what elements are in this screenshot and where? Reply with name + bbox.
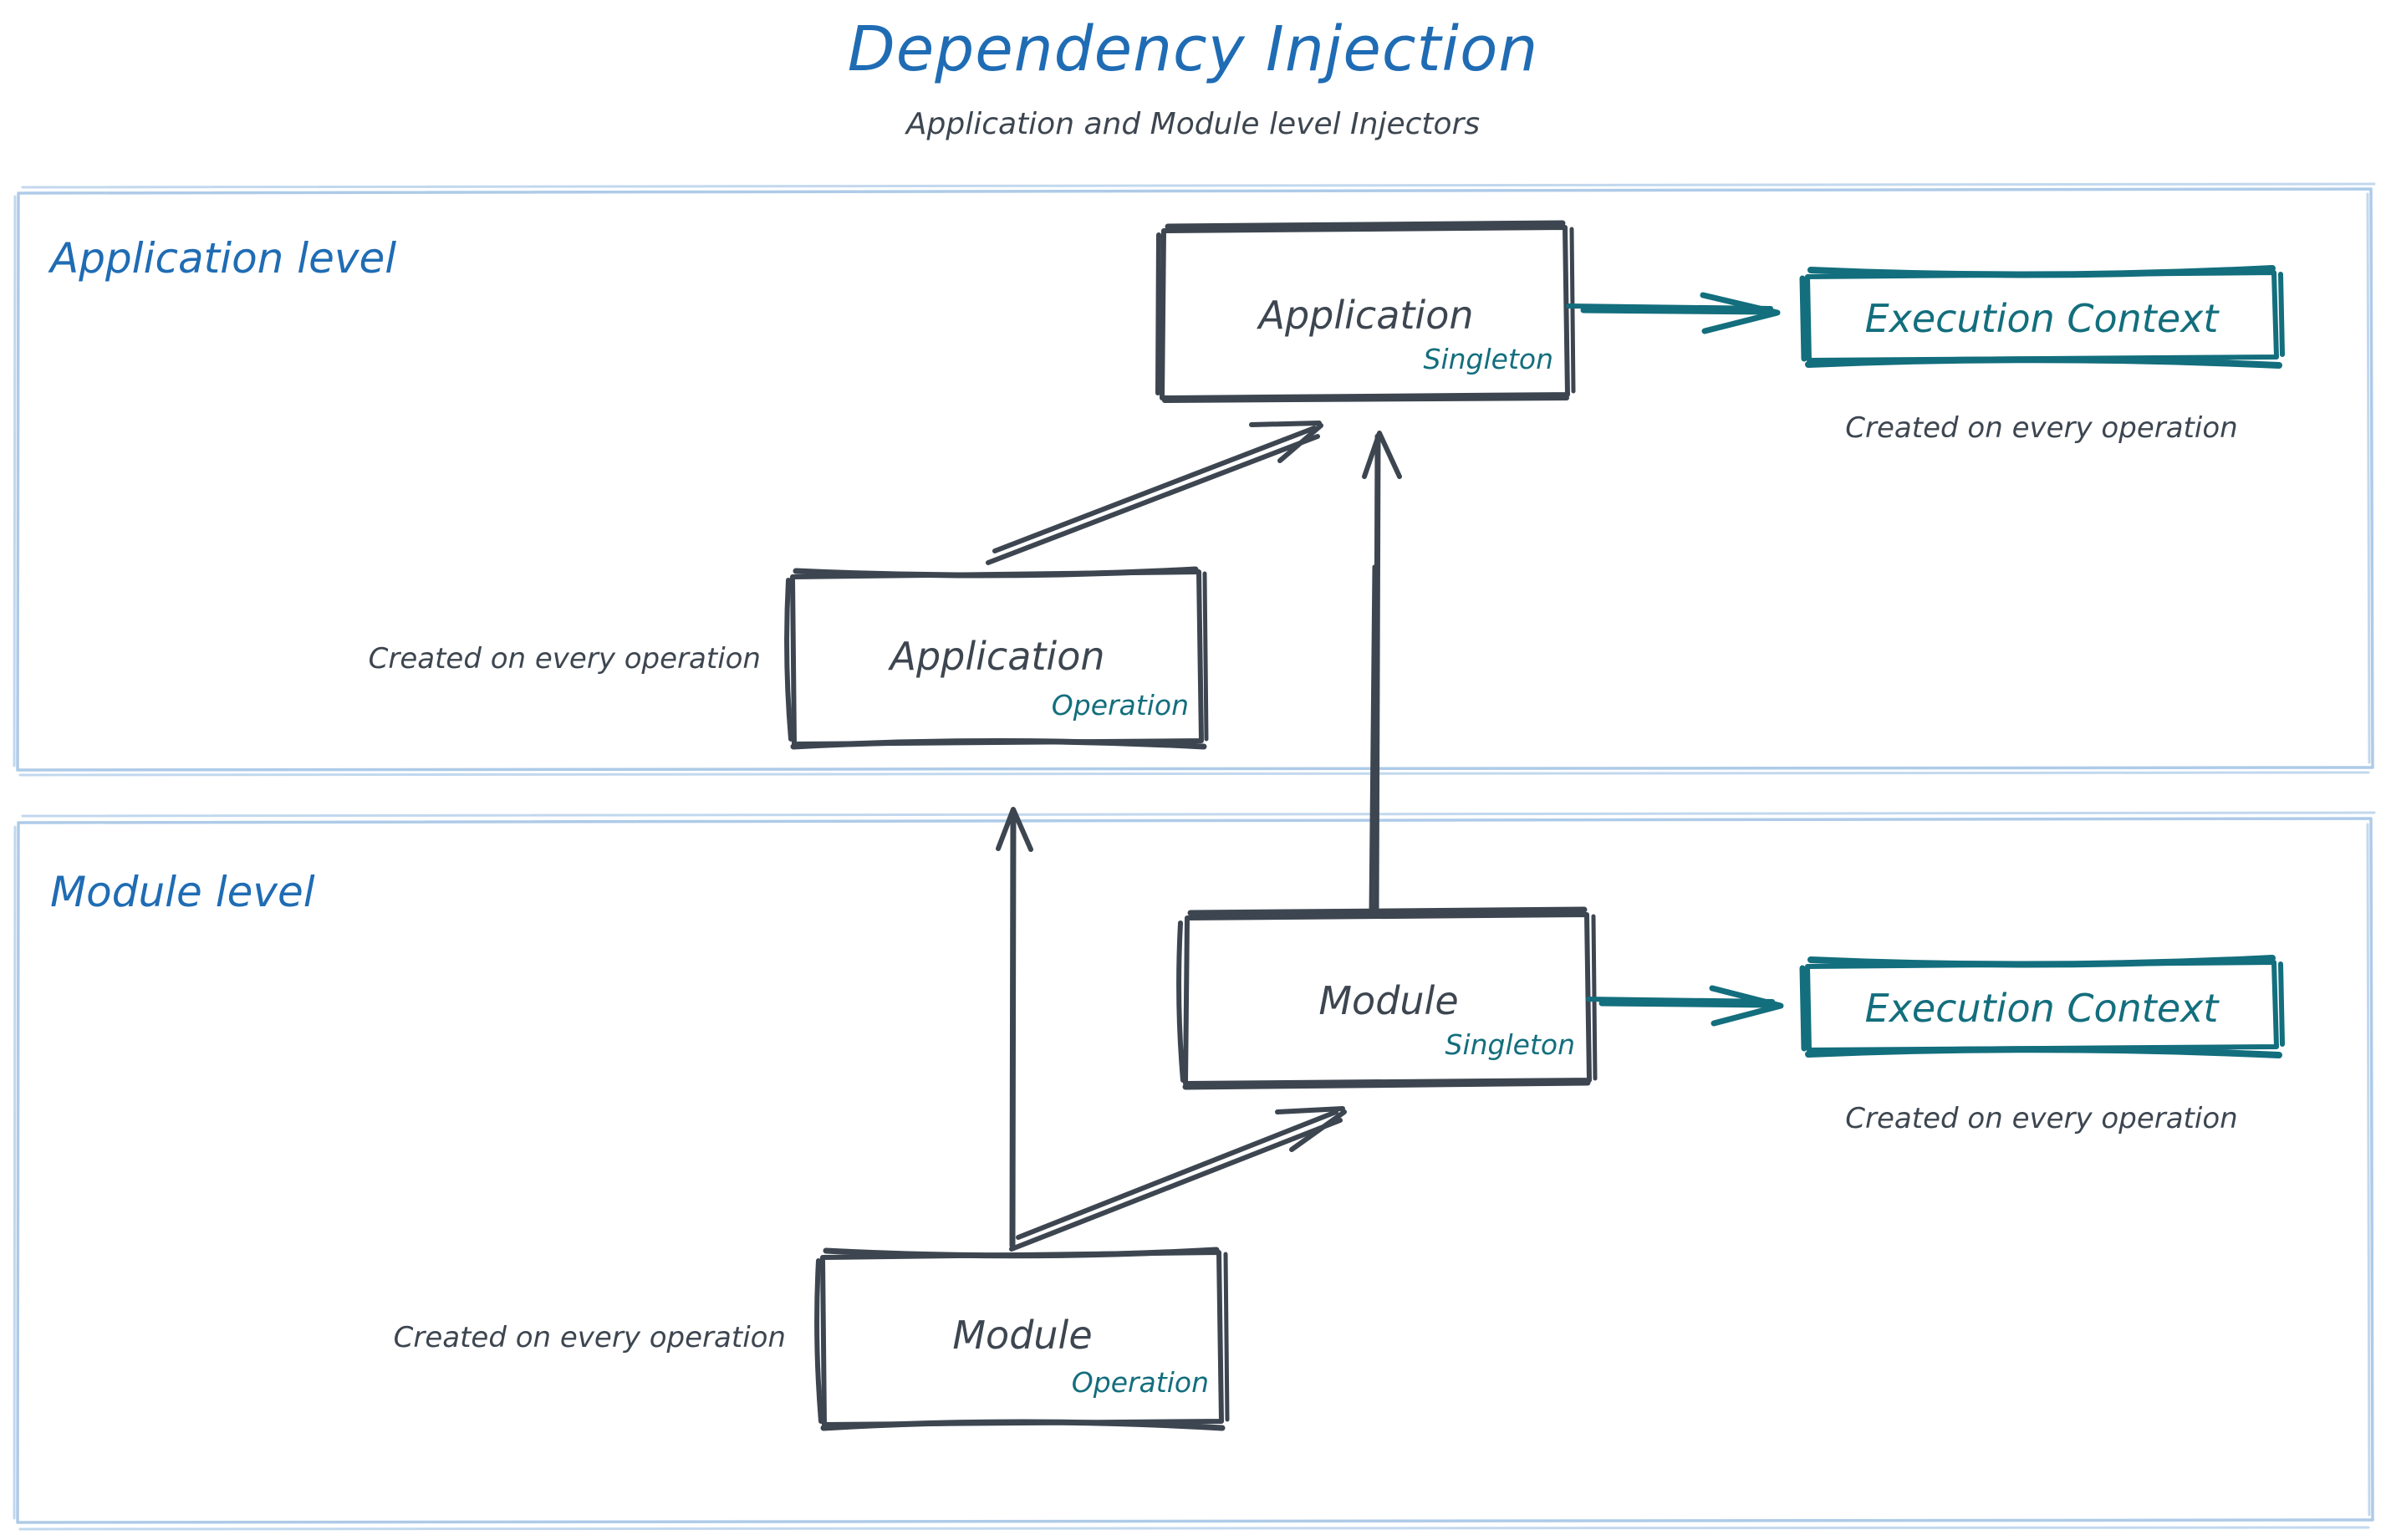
node-scope-module-singleton: Singleton [1445,1028,1576,1061]
node-scope-module-operation: Operation [1071,1366,1209,1399]
page-title: Dependency Injection [847,13,1539,85]
lane-label-module-level: Module level [50,868,315,916]
caption-module-execution-context: Created on every operation [1845,1102,2238,1135]
node-title-application-singleton: Application [1258,293,1474,338]
node-title-module-execution-context: Execution Context [1864,986,2219,1031]
edge-module-singleton-to-app-singleton [1362,431,1402,915]
caption-application-operation: Created on every operation [368,642,761,676]
node-scope-application-singleton: Singleton [1423,343,1554,375]
node-title-application-execution-context: Execution Context [1864,296,2219,341]
edge-module-op-to-app-op [996,807,1033,1249]
lane-module-level-border [13,811,2376,1531]
caption-module-operation: Created on every operation [393,1321,786,1354]
edge-module-singleton-to-exec-context [1586,985,1784,1027]
page-subtitle: Application and Module level Injectors [905,107,1481,141]
edge-app-op-to-app-singleton [986,421,1323,565]
node-scope-application-operation: Operation [1051,689,1189,722]
node-title-module-operation: Module [952,1313,1093,1358]
node-title-module-singleton: Module [1318,978,1459,1023]
lane-label-application-level: Application level [50,234,397,283]
caption-application-execution-context: Created on every operation [1845,411,2238,445]
edge-module-op-to-module-singleton [1009,1106,1347,1252]
node-title-application-operation: Application [890,634,1105,679]
edge-app-singleton-to-exec-context [1566,292,1781,334]
